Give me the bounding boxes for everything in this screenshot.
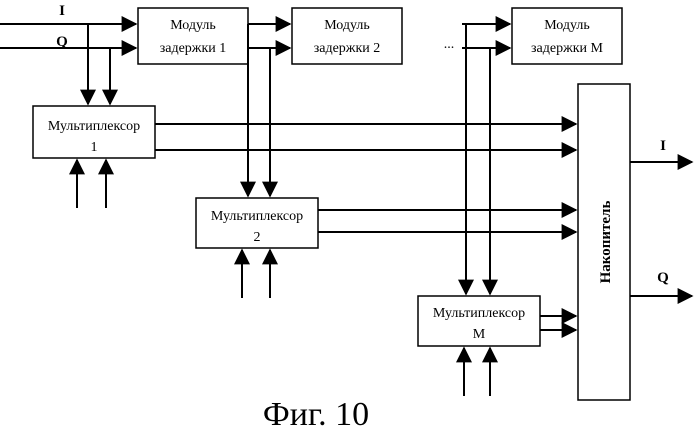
multiplexer-1-line1: Мультиплексор	[48, 119, 140, 134]
delay-module-2-line1: Модуль	[324, 18, 370, 33]
delay-module-m: Модуль задержки М	[512, 8, 622, 64]
multiplexer-1-line2: 1	[91, 140, 98, 155]
delay-module-2-line2: задержки 2	[314, 41, 381, 56]
delay-module-1-line1: Модуль	[170, 18, 216, 33]
accumulator-block: Накопитель	[578, 84, 630, 400]
multiplexer-m: Мультиплексор М	[418, 296, 540, 346]
multiplexer-m-line1: Мультиплексор	[433, 306, 525, 321]
delay-module-1: Модуль задержки 1	[138, 8, 248, 64]
input-i-label: I	[59, 3, 65, 19]
multiplexer-2-line2: 2	[254, 230, 261, 245]
multiplexer-1: Мультиплексор 1	[33, 106, 155, 158]
delay-module-1-line2: задержки 1	[160, 41, 227, 56]
multiplexer-m-line2: М	[473, 327, 486, 342]
multiplexer-2: Мультиплексор 2	[196, 198, 318, 248]
delay-chain-ellipsis: ...	[444, 37, 455, 52]
output-i-label: I	[660, 138, 666, 154]
accumulator-label: Накопитель	[598, 201, 614, 284]
multiplexer-2-line1: Мультиплексор	[211, 209, 303, 224]
figure-caption: Фиг. 10	[263, 396, 369, 433]
delay-module-2: Модуль задержки 2	[292, 8, 402, 64]
delay-module-m-line1: Модуль	[544, 18, 590, 33]
delay-module-m-line2: задержки М	[531, 41, 604, 56]
output-q-label: Q	[657, 270, 669, 286]
